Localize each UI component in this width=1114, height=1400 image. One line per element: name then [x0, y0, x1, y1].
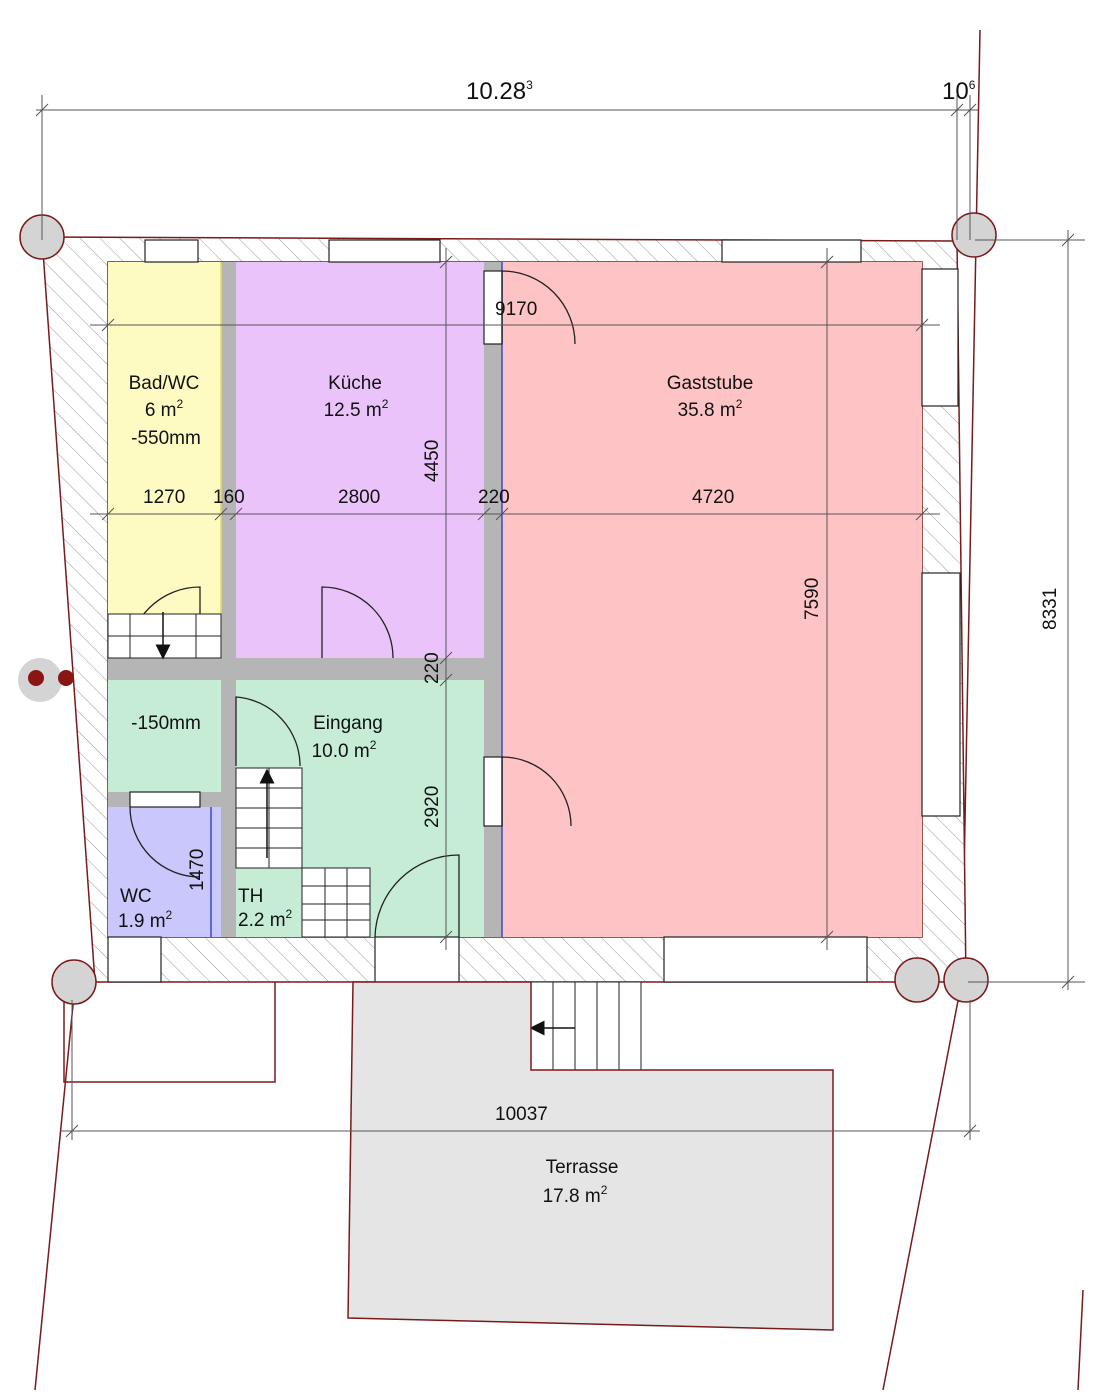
room-wc-fill [108, 807, 221, 937]
room-bad-name: Bad/WC [129, 373, 200, 394]
room-eingang-name: Eingang [313, 713, 383, 734]
dim-2800: 2800 [338, 487, 380, 508]
room-kueche-name: Küche [328, 373, 382, 394]
outbuilding-outline [63, 982, 276, 1083]
corner-markers [18, 212, 997, 1005]
room-flur-note: -150mm [131, 713, 201, 734]
room-gaststube-fill [502, 262, 922, 937]
dim-2920: 2920 [422, 786, 443, 828]
dim-1470: 1470 [187, 849, 208, 891]
terrace [347, 981, 834, 1331]
terrace-name: Terrasse [546, 1157, 619, 1178]
dimension-lines [36, 95, 1085, 1140]
dim-1270: 1270 [143, 487, 185, 508]
dim-220-horizontal: 220 [478, 487, 510, 508]
dim-4450: 4450 [422, 440, 443, 482]
stairs-terrace [529, 981, 642, 1071]
dim-160: 160 [213, 487, 245, 508]
room-kueche-area: 12.5 m2 [324, 397, 389, 421]
overall-width-main: 10.283 [466, 78, 533, 105]
bottom-width: 10037 [495, 1104, 548, 1125]
property-lines [34, 29, 1084, 1391]
dim-220-vertical: 220 [422, 652, 443, 684]
room-gaststube-name: Gaststube [667, 373, 754, 394]
room-wc-area: 1.9 m2 [118, 908, 173, 932]
overall-width-small: 106 [942, 78, 976, 105]
stairs-interior [235, 767, 371, 938]
overall-height: 8331 [1040, 588, 1061, 630]
stairs-bad [107, 612, 222, 660]
room-bad-area: 6 m2 [145, 397, 184, 421]
room-bad-fill [108, 262, 221, 658]
dimension-ticks [35, 103, 1075, 1138]
room-wc-name: WC [120, 886, 152, 907]
room-th-name: TH [238, 886, 263, 907]
windows [107, 239, 961, 983]
room-kueche-fill [236, 262, 484, 658]
room-bad-note: -550mm [131, 428, 201, 449]
room-gaststube-area: 35.8 m2 [678, 397, 743, 421]
terrace-area: 17.8 m2 [543, 1183, 608, 1207]
room-th-area: 2.2 m2 [238, 907, 293, 931]
room-eingang-area: 10.0 m2 [312, 738, 377, 762]
room-flur-fill [108, 680, 221, 792]
dim-9170: 9170 [495, 299, 537, 320]
dim-7590: 7590 [802, 578, 823, 620]
dim-4720: 4720 [692, 487, 734, 508]
